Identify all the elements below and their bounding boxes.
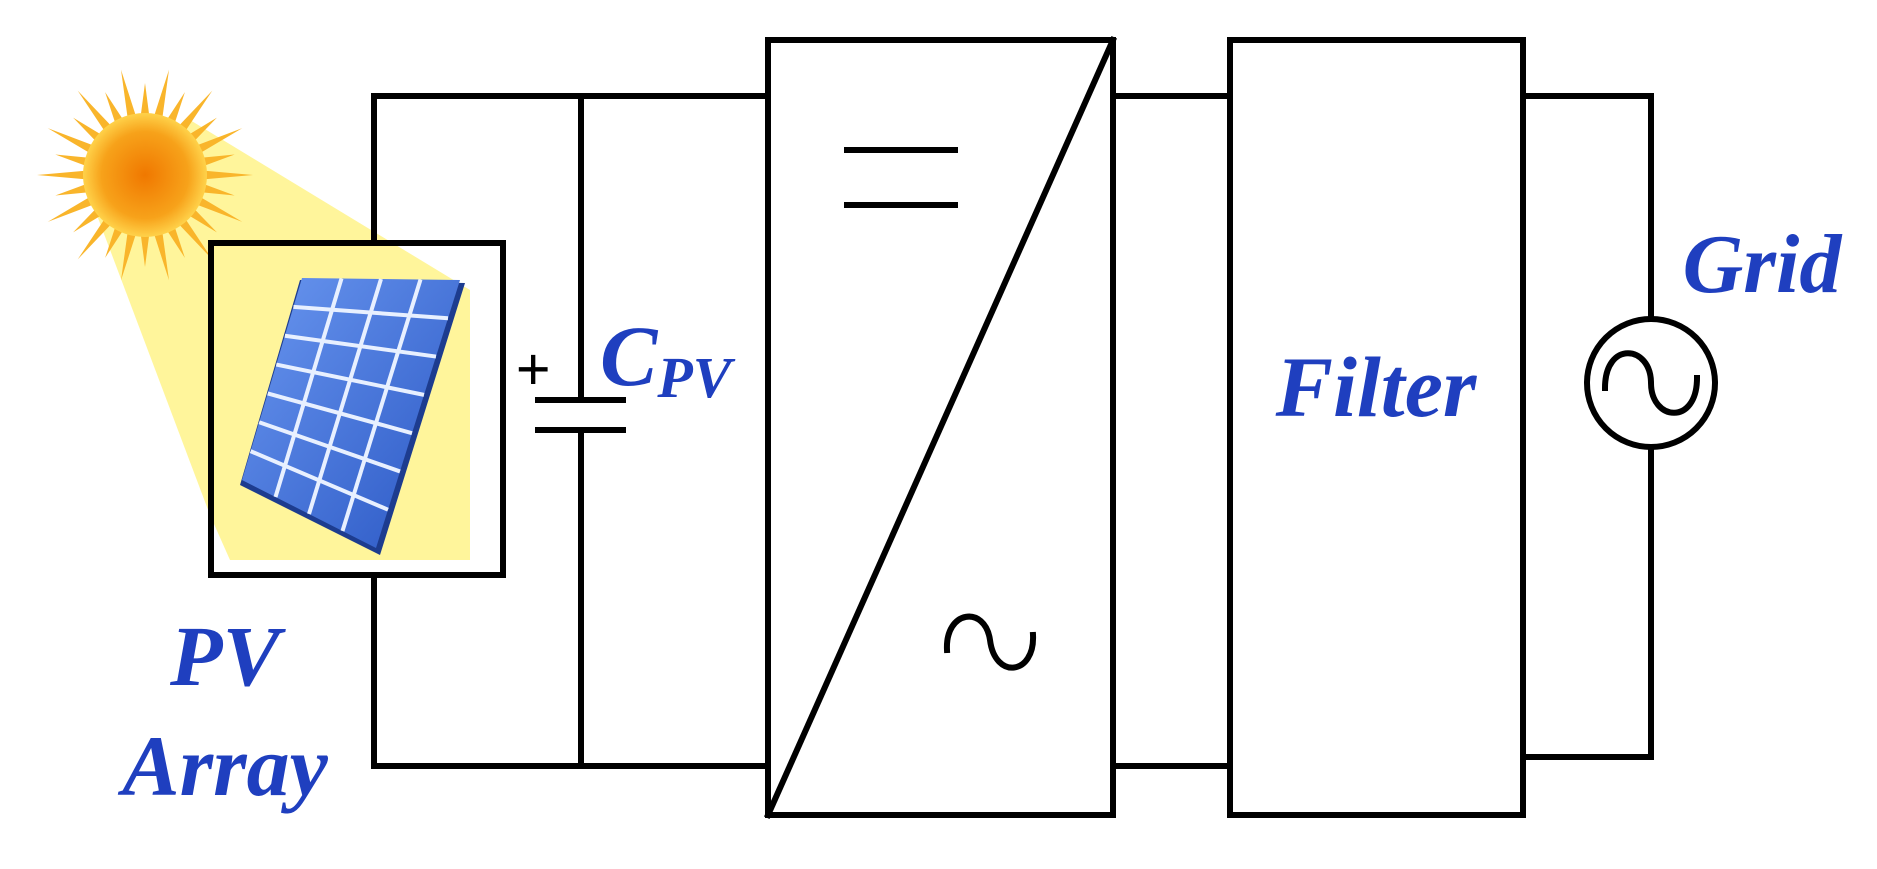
- sun-ray: [77, 219, 111, 260]
- sun-ray: [105, 92, 123, 123]
- dc-symbol-icon: [844, 147, 958, 208]
- cap-label-sub: PV: [656, 345, 735, 410]
- sun-ray: [47, 197, 93, 222]
- panel-cell-line: [284, 333, 437, 359]
- grid-bottom-wire: [1520, 445, 1654, 760]
- sun-ray: [55, 154, 88, 166]
- solar-panel-icon: [240, 277, 465, 555]
- ac-source-icon: [1584, 316, 1718, 450]
- panel-cell-line: [307, 278, 383, 515]
- sun-ray: [140, 83, 150, 116]
- cap-label-main: C: [600, 308, 659, 404]
- sun-ray: [179, 90, 213, 131]
- sun-ray: [154, 232, 169, 281]
- sun-ray: [37, 170, 86, 180]
- filter-label: Filter: [1275, 339, 1478, 435]
- sun-ray: [197, 128, 243, 153]
- panel-cell-line: [258, 420, 401, 474]
- pv-array-label-line2: Array: [117, 718, 328, 814]
- sun-ray: [105, 227, 123, 258]
- sun-ray: [167, 227, 185, 258]
- sun-ray: [73, 117, 101, 141]
- cap-label: CPV: [600, 308, 736, 410]
- sun-ray: [179, 219, 213, 260]
- sun-ray: [47, 128, 93, 153]
- sun-ray: [202, 154, 235, 166]
- sun-ray: [189, 209, 217, 233]
- panel-cell-line: [249, 449, 389, 512]
- sun-ray: [202, 184, 235, 196]
- sun-disc: [83, 113, 207, 237]
- converter-diagonal: [764, 36, 1117, 819]
- panel-cell-line: [293, 304, 449, 321]
- sun-ray: [167, 92, 185, 123]
- grid-label: Grid: [1683, 218, 1844, 311]
- sun-ray: [154, 69, 169, 118]
- sun-ray: [140, 234, 150, 267]
- pv-array-box: [208, 240, 506, 578]
- grid-top-wire: [1520, 93, 1654, 321]
- sun-ray: [121, 69, 136, 118]
- pv-array-label-line1: PV: [169, 608, 287, 704]
- sun-ray: [121, 232, 136, 281]
- cap-polarity-sign: +: [515, 336, 550, 404]
- sun-ray: [55, 184, 88, 196]
- top-dc-wire: [371, 93, 771, 246]
- panel-cell-line: [340, 278, 423, 532]
- filter-box: [1227, 37, 1526, 818]
- ac-tilde-icon: [943, 613, 1037, 671]
- sun-ray: [189, 117, 217, 141]
- panel-cell-line: [267, 391, 413, 436]
- sun-ray: [204, 170, 253, 180]
- sun-ray: [197, 197, 243, 222]
- panel-cell-line: [275, 362, 425, 397]
- panel-cell-grid: [249, 277, 449, 532]
- sun-icon: [37, 69, 253, 281]
- sun-ray: [77, 90, 111, 131]
- sun-ray: [73, 209, 101, 233]
- sun-rays: [37, 69, 253, 281]
- bottom-dc-wire: [371, 572, 771, 769]
- panel-cell-line: [273, 277, 344, 498]
